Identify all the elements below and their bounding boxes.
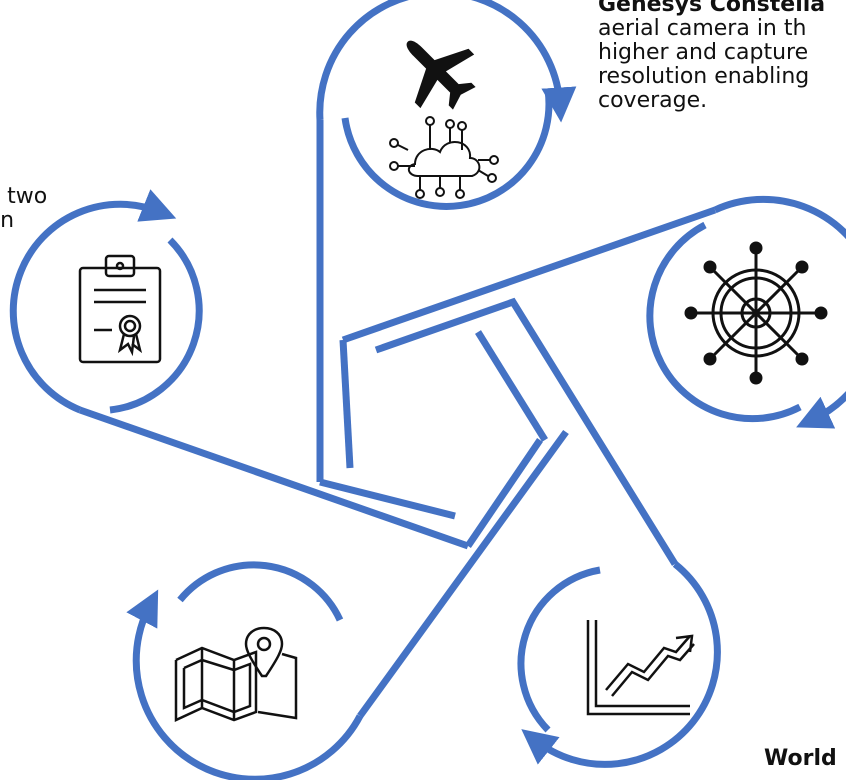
connector-bottom-left-b (465, 438, 543, 548)
ring-bottom-right (521, 561, 721, 768)
ring-left (9, 189, 177, 414)
connector-right-inner (339, 339, 354, 469)
node-rings (9, 0, 846, 780)
ring-right-inner (646, 221, 802, 423)
airplane-icon (406, 40, 476, 110)
connector-bottom-left-a (357, 429, 569, 719)
description-line-3: resolution enabling (598, 64, 810, 89)
connector-bottom-right-b (475, 330, 548, 442)
central-connectors (78, 120, 717, 719)
connector-top-inner (319, 478, 456, 520)
ring-top (316, 0, 577, 123)
left-line-1: l two (0, 184, 48, 209)
ring-bottom-left (126, 589, 364, 780)
connector-right-top (341, 206, 717, 344)
description-line-2: higher and capture (598, 40, 809, 65)
growth-chart-icon (586, 620, 695, 716)
ring-left-inner (109, 237, 203, 414)
connector-bottom-right-a (374, 297, 678, 566)
description-top-right: Genesys Constella aerial camera in th hi… (598, 0, 826, 113)
left-line-2: in (0, 208, 15, 233)
ring-right (713, 195, 846, 429)
ring-bottom-left-inner (177, 561, 344, 622)
map-pin-icon (174, 626, 298, 722)
ring-bottom-right-inner (517, 566, 601, 733)
ship-wheel-icon (684, 241, 828, 385)
description-line-1: aerial camera in th (598, 16, 807, 41)
ring-top-inner (341, 89, 553, 210)
description-bottom-right-heading: World (764, 746, 837, 771)
cloud-network-icon (389, 116, 499, 199)
description-left: l two in (0, 184, 48, 233)
connector-left (78, 406, 470, 550)
certificate-icon (78, 254, 162, 364)
description-line-4: coverage. (598, 88, 708, 113)
description-heading: Genesys Constella (598, 0, 826, 17)
